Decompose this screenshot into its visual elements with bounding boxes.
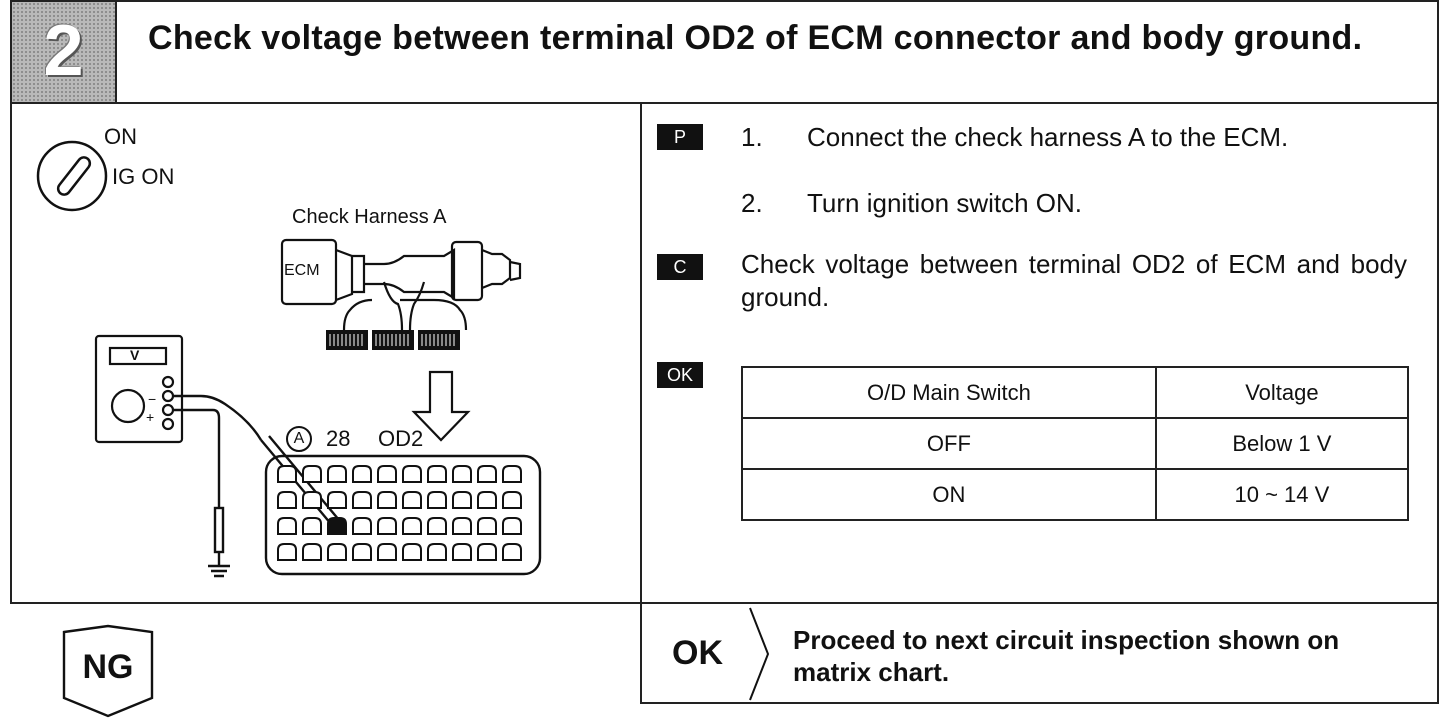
ok-instruction: Proceed to next circuit inspection shown… xyxy=(793,625,1340,687)
check-badge: C xyxy=(657,254,703,280)
table-cell: OFF xyxy=(741,417,1157,470)
connector-pin xyxy=(402,517,422,535)
connector-a-label: A xyxy=(286,426,312,452)
diagram-drawing: − + xyxy=(36,140,542,578)
check-harness-icon xyxy=(280,238,522,331)
connector-pin xyxy=(302,465,322,483)
harness-label: Check Harness A xyxy=(292,206,447,228)
ecm-connector-body xyxy=(264,454,542,576)
table-header-row: O/D Main Switch Voltage xyxy=(741,366,1410,419)
ecm-label: ECM xyxy=(284,262,320,279)
connector-pin xyxy=(452,543,472,561)
connector-pin xyxy=(277,543,297,561)
connector-pin xyxy=(402,491,422,509)
harness-connector-blocks xyxy=(326,330,460,350)
connector-pin xyxy=(402,543,422,561)
connector-pin xyxy=(452,491,472,509)
ignition-on-label: ON xyxy=(104,124,137,149)
connector-pin xyxy=(427,491,447,509)
step-header: 2 Check voltage between terminal OD2 of … xyxy=(10,0,1439,104)
check-instruction: Check voltage between terminal OD2 of EC… xyxy=(741,249,1407,312)
ignition-key-icon xyxy=(36,140,108,212)
terminal-name-label: OD2 xyxy=(378,426,424,451)
column-divider xyxy=(640,102,642,604)
connector-pin xyxy=(477,543,497,561)
connector-pin xyxy=(502,543,522,561)
table-cell: 10 ~ 14 V xyxy=(1154,468,1410,521)
ng-arrow-box xyxy=(62,624,154,718)
connector-pin xyxy=(452,465,472,483)
connector-pin xyxy=(502,491,522,509)
body-frame xyxy=(10,102,1439,604)
connector-pin xyxy=(427,465,447,483)
ignition-ig-on-label: IG ON xyxy=(112,164,175,189)
terminal-od2-pin xyxy=(327,517,347,535)
table-row: OFF Below 1 V xyxy=(741,417,1410,470)
step-2-number: 2. xyxy=(741,188,763,218)
connector-pin xyxy=(327,465,347,483)
connector-pin xyxy=(377,465,397,483)
table-cell: ON xyxy=(741,468,1157,521)
terminal-number-label: 28 xyxy=(326,426,351,451)
down-arrow-icon xyxy=(411,370,471,442)
wiring-diagram: − + ON IG ON Check Harness A ECM V A 28 … xyxy=(12,104,640,602)
step-title: Check voltage between terminal OD2 of EC… xyxy=(148,19,1363,57)
connector-pin xyxy=(277,491,297,509)
ok-result-box xyxy=(640,604,1439,704)
table-row: ON 10 ~ 14 V xyxy=(741,468,1410,521)
connector-pin xyxy=(327,491,347,509)
step-number-box: 2 xyxy=(12,2,117,102)
table-header: O/D Main Switch xyxy=(741,366,1157,419)
meter-v-label: V xyxy=(130,347,140,363)
connector-pin xyxy=(402,465,422,483)
voltmeter-icon: − + xyxy=(94,334,184,444)
connector-pin xyxy=(377,517,397,535)
connector-pin xyxy=(352,543,372,561)
prep-badge: P xyxy=(657,124,703,150)
chevron-right-icon xyxy=(749,607,770,701)
connector-pin xyxy=(302,517,322,535)
step-number: 2 xyxy=(43,11,84,91)
ng-label: NG xyxy=(82,648,134,686)
step-1-number: 1. xyxy=(741,122,763,152)
connector-pin xyxy=(302,543,322,561)
table-cell: Below 1 V xyxy=(1154,417,1410,470)
ok-label: OK xyxy=(672,634,723,672)
connector-pin xyxy=(477,465,497,483)
step-2-text: Turn ignition switch ON. xyxy=(807,188,1083,218)
svg-text:+: + xyxy=(146,409,154,425)
voltage-spec-table: O/D Main Switch Voltage OFF Below 1 V ON… xyxy=(741,366,1410,521)
connector-pin xyxy=(477,517,497,535)
connector-pin xyxy=(452,517,472,535)
connector-pin xyxy=(302,491,322,509)
table-header: Voltage xyxy=(1154,366,1410,419)
connector-pin xyxy=(502,517,522,535)
step-1-text: Connect the check harness A to the ECM. xyxy=(807,122,1289,152)
connector-pin xyxy=(327,543,347,561)
connector-pin xyxy=(352,517,372,535)
connector-pin xyxy=(352,491,372,509)
connector-pin xyxy=(352,465,372,483)
connector-pins xyxy=(277,465,522,561)
connector-pin xyxy=(477,491,497,509)
connector-pin xyxy=(377,491,397,509)
connector-pin xyxy=(502,465,522,483)
ok-badge: OK xyxy=(657,362,703,388)
svg-text:−: − xyxy=(148,391,156,407)
connector-pin xyxy=(427,517,447,535)
connector-pin xyxy=(277,465,297,483)
connector-pin xyxy=(377,543,397,561)
connector-pin xyxy=(427,543,447,561)
connector-pin xyxy=(277,517,297,535)
